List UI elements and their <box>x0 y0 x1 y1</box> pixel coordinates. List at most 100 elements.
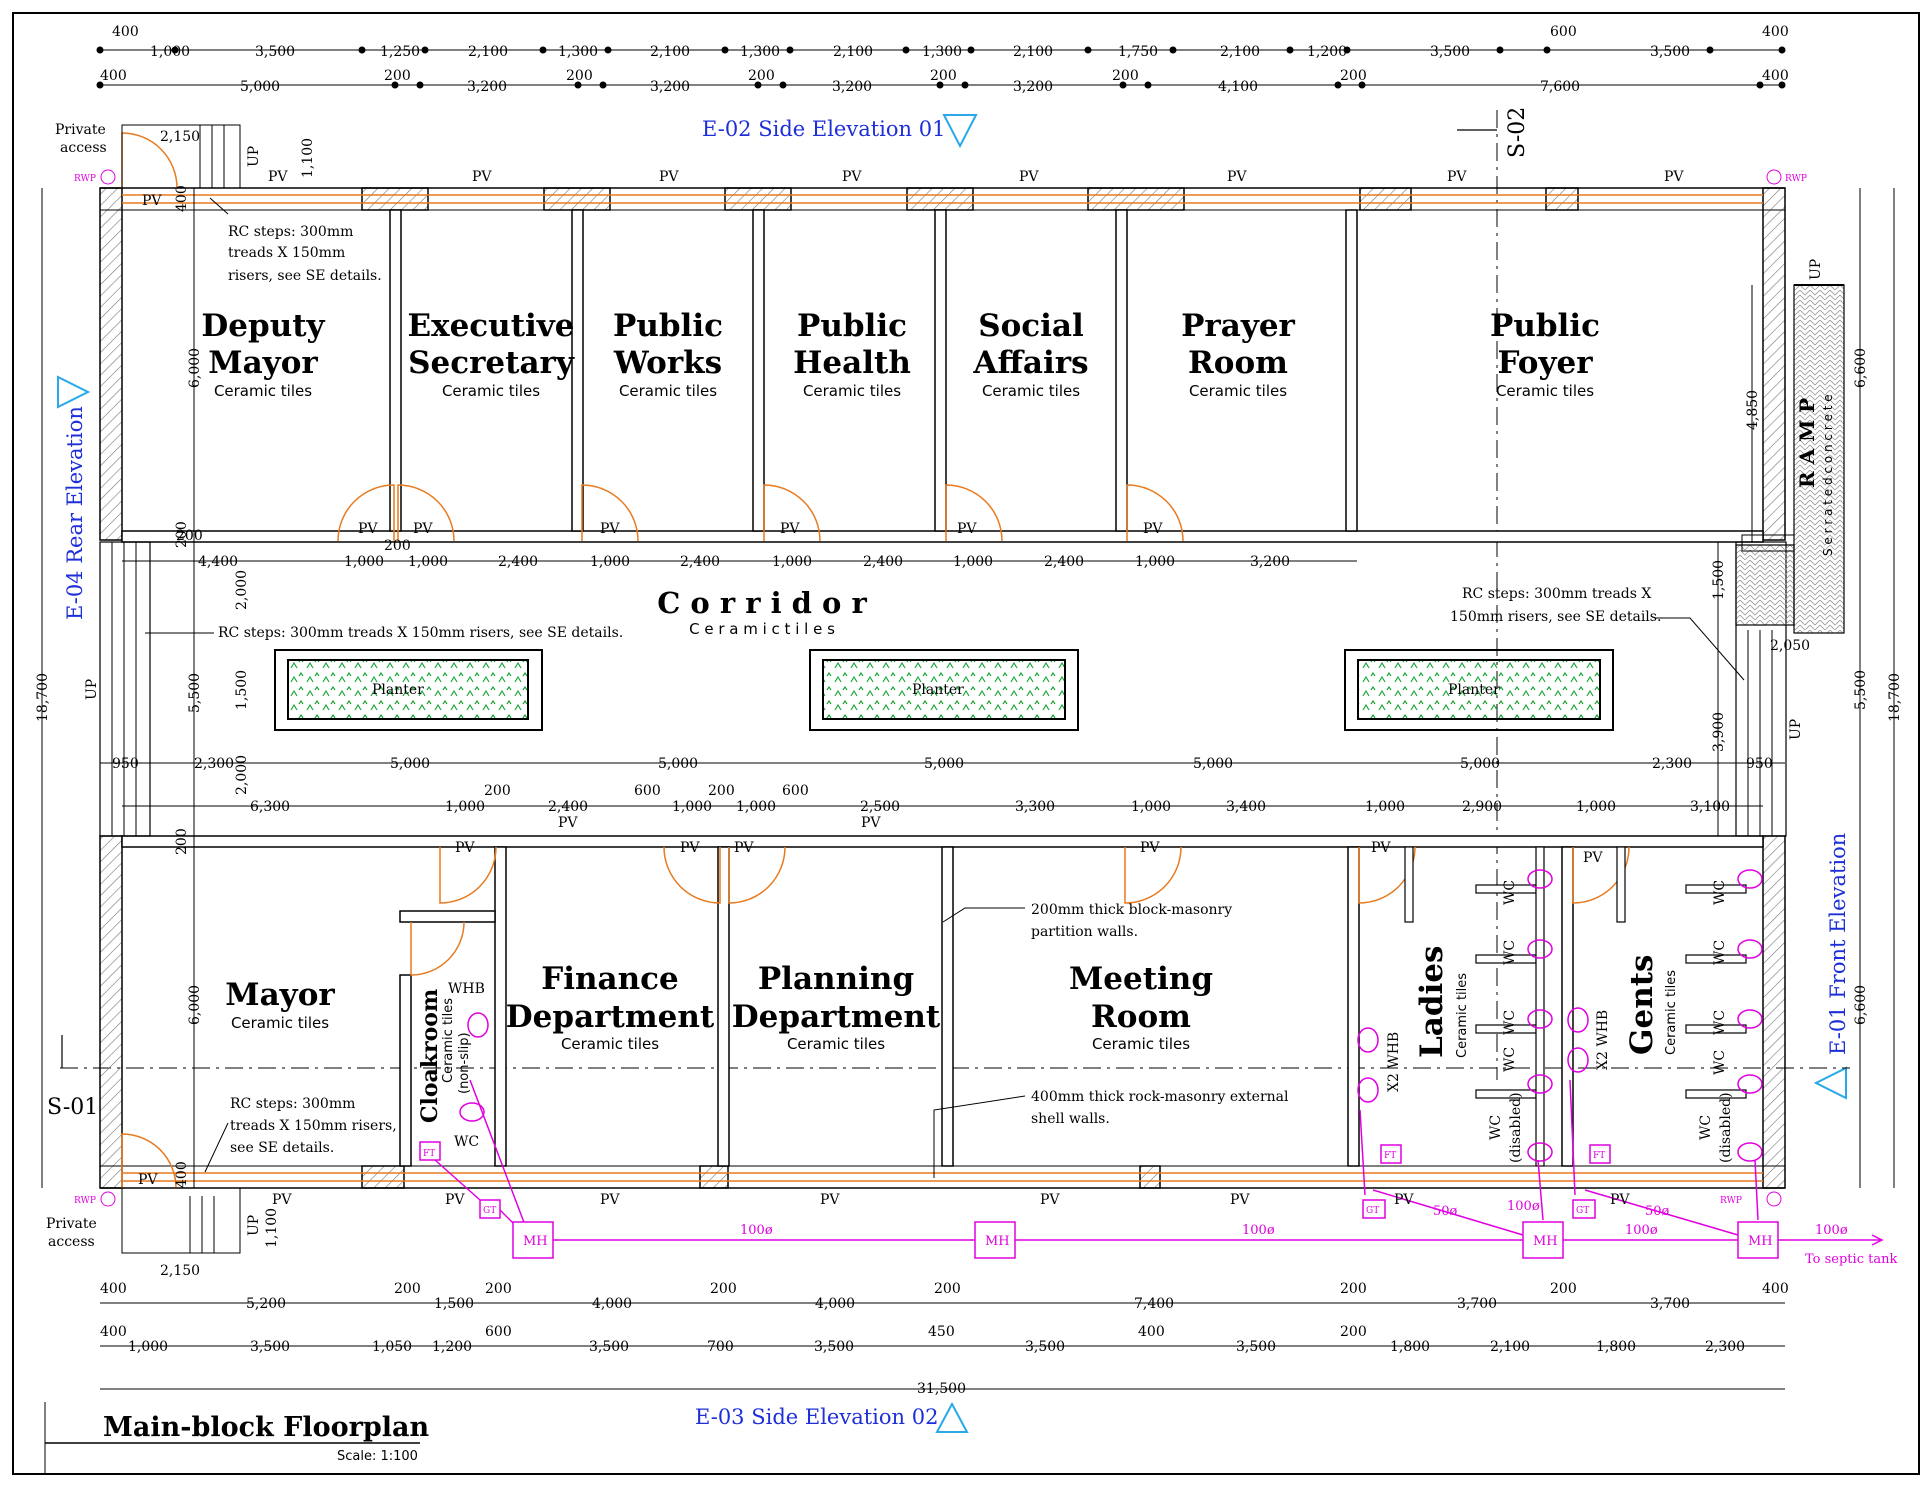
dim-mid-1: 2,300 <box>194 756 234 772</box>
rwp-icon-nw <box>100 169 116 185</box>
finish-finance: Ceramic tiles <box>561 1035 659 1053</box>
sheet-frame <box>12 12 1920 1475</box>
gt-label-1: GT <box>483 1206 496 1216</box>
dim-bottom1-3: 1,500 <box>434 1296 474 1312</box>
dim-bottom1-14: 400 <box>1762 1281 1789 1297</box>
dimension-tick <box>1169 46 1177 54</box>
dimension-tick <box>391 81 399 89</box>
room-mayor: Mayor <box>225 977 335 1013</box>
note-external-1: 400mm thick rock-masonry external <box>1031 1089 1289 1105</box>
wc-fixtures <box>459 869 1763 1162</box>
room-meeting-line2: Room <box>1091 999 1191 1035</box>
finish-gents: Ceramic tiles <box>1664 970 1679 1055</box>
dim-top2-2: 200 <box>384 68 411 84</box>
pv-label-b8: PV <box>1394 1192 1414 1208</box>
dim-bottom2-0: 400 <box>100 1324 127 1340</box>
dim-top1-1: 1,000 <box>150 44 190 60</box>
access-label-bottom: access <box>48 1234 95 1250</box>
dim-stair-2150a: 2,150 <box>160 129 200 145</box>
private-access-label-bottom: Private <box>46 1216 97 1232</box>
dim-upper-10: 1,000 <box>1135 554 1175 570</box>
pv-label-b7: PV <box>1230 1192 1250 1208</box>
dim-top1-15: 600 <box>1550 24 1577 40</box>
septic-label: To septic tank <box>1805 1252 1897 1267</box>
dim-lower-3: 2,400 <box>548 799 588 815</box>
room-cloakroom: Cloakroom <box>417 989 443 1123</box>
dim-bottom1-7: 4,000 <box>815 1296 855 1312</box>
dim-lower-2: 200 <box>484 783 511 799</box>
note-leaders <box>145 197 1745 1178</box>
gt-label-2: GT <box>1366 1206 1379 1216</box>
dim-bottom2-7: 700 <box>707 1339 734 1355</box>
dim-top1-3: 1,250 <box>380 44 420 60</box>
ft-label-3: FT <box>1593 1151 1605 1161</box>
pipe-label-1: 100ø <box>740 1223 773 1238</box>
ramp-label: R A M P <box>1795 398 1819 488</box>
dim-left-200b: 200 <box>174 828 190 855</box>
dim-bottom1-11: 3,700 <box>1457 1296 1497 1312</box>
dim-top1-4: 2,100 <box>468 44 508 60</box>
dimension-tick <box>1778 46 1786 54</box>
finish-cloakroom-2: (non-slip) <box>457 1032 472 1094</box>
pv-label-l4: PV <box>1140 840 1160 856</box>
dim-top1-12: 2,100 <box>1220 44 1260 60</box>
dim-lower-15: 1,000 <box>1576 799 1616 815</box>
note-rc-steps-c1: RC steps: 300mm treads X <box>1462 586 1651 602</box>
x2whb-label-ladies: X2 WHB <box>1386 1032 1402 1092</box>
dim-bottom2-6: 3,500 <box>589 1339 629 1355</box>
pipe-label-7: 50ø <box>1645 1204 1670 1219</box>
ramp-finish: S e r r a t e d c o n c r e t e <box>1821 394 1835 556</box>
elevation-e03-marker-icon <box>935 1401 969 1433</box>
finish-corridor: C e r a m i c t i l e s <box>689 620 835 638</box>
dim-lower-13: 1,000 <box>1365 799 1405 815</box>
pv-label-u4: PV <box>780 521 800 537</box>
dimension-tick <box>1343 46 1351 54</box>
dimension-tick <box>1334 81 1342 89</box>
dim-bottom2-5: 600 <box>485 1324 512 1340</box>
room-public-health-line1: Public <box>797 308 907 344</box>
dim-lower-14: 2,900 <box>1462 799 1502 815</box>
elevation-e01-label: E-01 Front Elevation <box>1826 833 1850 1055</box>
pipe-label-4: 100ø <box>1815 1223 1848 1238</box>
pv-label-t7: PV <box>1447 169 1467 185</box>
dim-bottom2-4: 1,200 <box>432 1339 472 1355</box>
dim-bottom2-8: 3,500 <box>814 1339 854 1355</box>
dim-left-6000b: 6,000 <box>187 985 203 1025</box>
note-rc-steps-a1: RC steps: 300mm <box>228 224 353 240</box>
dim-bottom1-0: 400 <box>100 1281 127 1297</box>
dim-upper-6: 1,000 <box>772 554 812 570</box>
pipe-label-2: 100ø <box>1242 1223 1275 1238</box>
dim-lower-0: 6,300 <box>250 799 290 815</box>
room-public-foyer-line1: Public <box>1490 308 1600 344</box>
wc-label-l1: WC <box>1502 880 1518 905</box>
note-external-2: shell walls. <box>1031 1111 1110 1127</box>
dim-bottom1-12: 200 <box>1550 1281 1577 1297</box>
up-label-bottom: UP <box>246 1215 262 1236</box>
dim-left-6000a: 6,000 <box>187 348 203 388</box>
section-s01-label: S-01 <box>47 1095 98 1120</box>
top-dimension-chain-1 <box>96 46 1786 89</box>
dimension-tick <box>1084 46 1092 54</box>
dimension-tick <box>754 81 762 89</box>
dim-mid-8: 950 <box>1746 756 1773 772</box>
dim-lower-16: 3,100 <box>1690 799 1730 815</box>
pv-label-l1: PV <box>455 840 475 856</box>
up-label-front: UP <box>1788 719 1804 740</box>
dim-right-5500: 5,500 <box>1853 670 1869 710</box>
dim-bottom1-9: 7,400 <box>1134 1296 1174 1312</box>
dim-upper-8: 1,000 <box>953 554 993 570</box>
planter-label-3: Planter <box>1448 682 1500 698</box>
dim-bottom1-13: 3,700 <box>1650 1296 1690 1312</box>
dim-upper-0: 4,400 <box>198 554 238 570</box>
dim-bottom2-3: 1,050 <box>372 1339 412 1355</box>
dim-top1-7: 1,300 <box>740 44 780 60</box>
wc-label-l3: WC <box>1502 1010 1518 1035</box>
pipe-label-5: 100ø <box>1507 1199 1540 1214</box>
room-planning-line1: Planning <box>758 961 914 997</box>
dim-bottom2-11: 400 <box>1138 1324 1165 1340</box>
manholes <box>419 1141 1779 1259</box>
finish-public-foyer: Ceramic tiles <box>1496 382 1594 400</box>
dim-bottom2-9: 450 <box>928 1324 955 1340</box>
note-rc-steps-d3: see SE details. <box>230 1140 334 1156</box>
